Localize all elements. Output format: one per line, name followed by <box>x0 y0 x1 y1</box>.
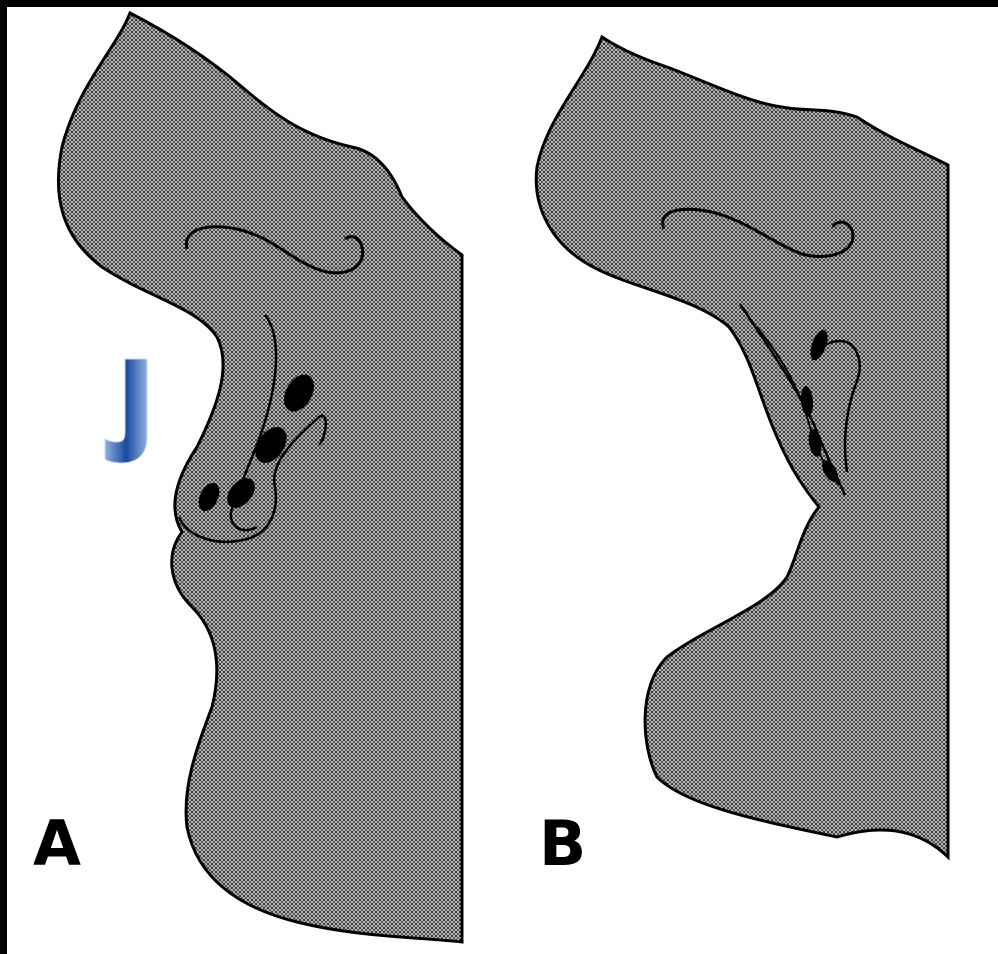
panel-label-b: B <box>539 813 586 875</box>
face-profiles-svg <box>7 7 998 954</box>
profile-b-tissue <box>536 37 948 857</box>
j-marker <box>105 359 147 463</box>
profile-a-tissue <box>58 13 462 942</box>
j-marker-glyph <box>105 359 147 463</box>
figure-canvas: A B <box>7 7 998 954</box>
profile-b <box>536 37 948 857</box>
profile-a <box>58 13 462 942</box>
panel-label-a: A <box>33 813 81 875</box>
